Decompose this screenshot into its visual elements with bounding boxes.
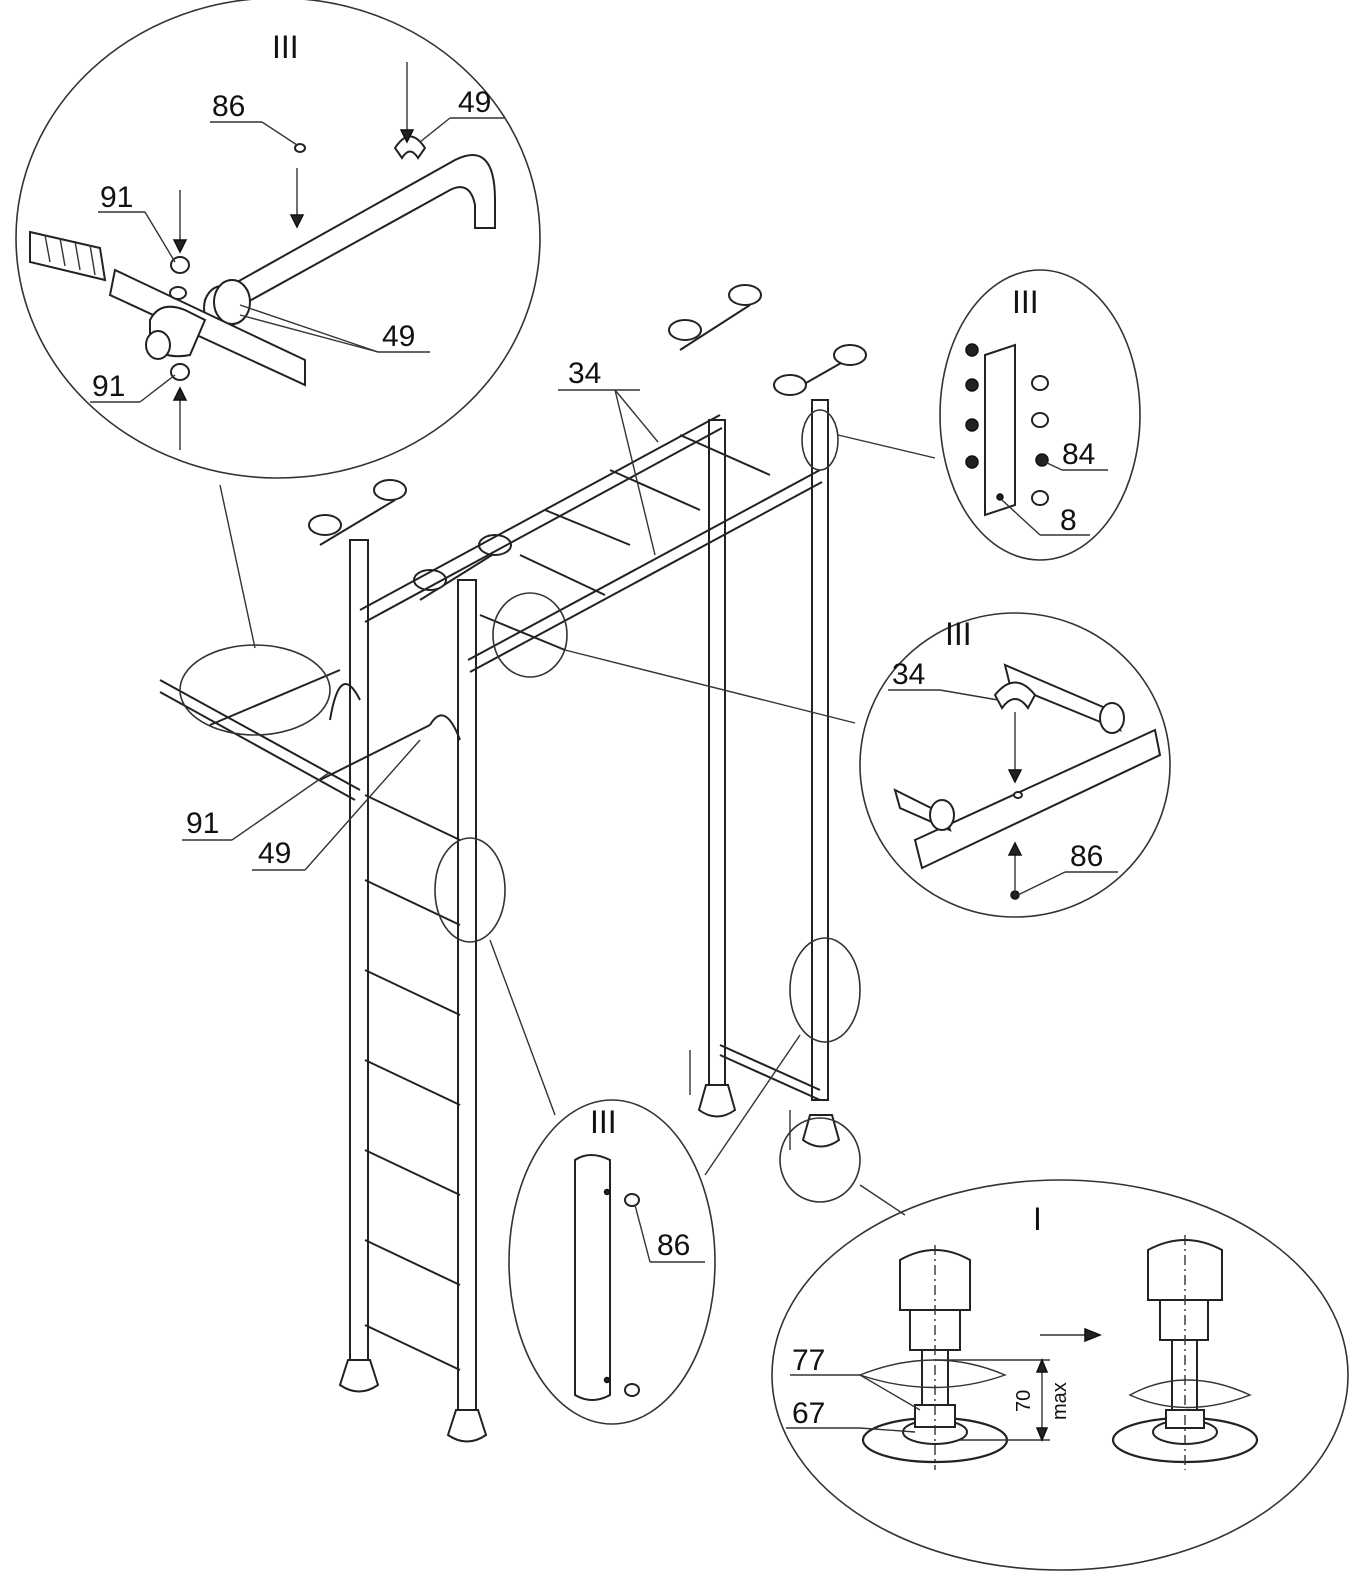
clamp-34-detail <box>993 681 1037 710</box>
main-frame: 34 91 49 <box>159 284 936 1443</box>
ladder-upright-right <box>457 579 477 1431</box>
ladder-upright-left <box>349 539 369 1381</box>
label-34-right-middle: 34 <box>892 658 925 691</box>
upright-section <box>984 343 1016 517</box>
roman-detail-top-left: III <box>272 29 299 65</box>
label-49-top-left-top: 49 <box>458 86 491 119</box>
label-67-bottom-right: 67 <box>792 1397 825 1430</box>
detail-bottom-center: III 86 <box>508 1099 716 1425</box>
label-49-top-left-lower: 49 <box>382 320 415 353</box>
top-rails <box>359 414 823 673</box>
ladder-left <box>338 539 488 1443</box>
detail-marker-foot <box>779 1117 861 1203</box>
detail-right-top: III 84 8 <box>939 269 1141 561</box>
detail-bottom-right: I 70 max 77 67 <box>771 1179 1349 1571</box>
label-49-main: 49 <box>258 837 291 870</box>
label-91-top-left-lower: 91 <box>92 370 125 403</box>
label-34-main: 34 <box>568 357 601 390</box>
clamp-49-top <box>393 135 427 160</box>
ceiling-mounts <box>308 284 867 601</box>
pullup-bar <box>159 669 461 801</box>
roman-detail-bottom-right: I <box>1033 1201 1042 1237</box>
foot-right <box>446 1409 488 1443</box>
label-91-top-left-upper: 91 <box>100 181 133 214</box>
upright-tube-detail <box>574 1154 611 1401</box>
dimension-unit: max <box>1049 1382 1071 1420</box>
roman-detail-bottom-center: III <box>590 1104 617 1140</box>
detail-marker-ladder <box>434 837 506 943</box>
label-86-right-middle: 86 <box>1070 840 1103 873</box>
roman-detail-right-middle: III <box>945 616 972 652</box>
rail-section <box>913 728 1162 870</box>
roman-detail-right-top: III <box>1012 284 1039 320</box>
rear-uprights <box>697 399 841 1148</box>
label-86-bottom-center: 86 <box>657 1229 690 1262</box>
foot-left <box>338 1359 380 1393</box>
label-86-top-left: 86 <box>212 90 245 123</box>
rear-foot-right <box>801 1114 841 1148</box>
detail-right-middle: III 34 86 <box>859 612 1171 918</box>
rear-upright-right <box>811 399 829 1101</box>
crossbar-tube <box>203 154 496 322</box>
label-77-bottom-right: 77 <box>792 1344 825 1377</box>
rear-foot-left <box>697 1084 737 1118</box>
detail-marker-rail <box>492 592 568 678</box>
detail-top-left: III 86 49 91 <box>15 0 541 479</box>
grip-handle <box>29 230 107 282</box>
label-8-right-top: 8 <box>1060 504 1077 537</box>
detail-marker-rear <box>789 937 861 1043</box>
dimension-value: 70 <box>1013 1390 1035 1412</box>
label-91-main: 91 <box>186 807 219 840</box>
detail-marker-upright <box>801 409 839 471</box>
rear-upright-left <box>708 419 726 1091</box>
detail-marker-pullup <box>179 644 331 736</box>
label-84-right-top: 84 <box>1062 438 1095 471</box>
